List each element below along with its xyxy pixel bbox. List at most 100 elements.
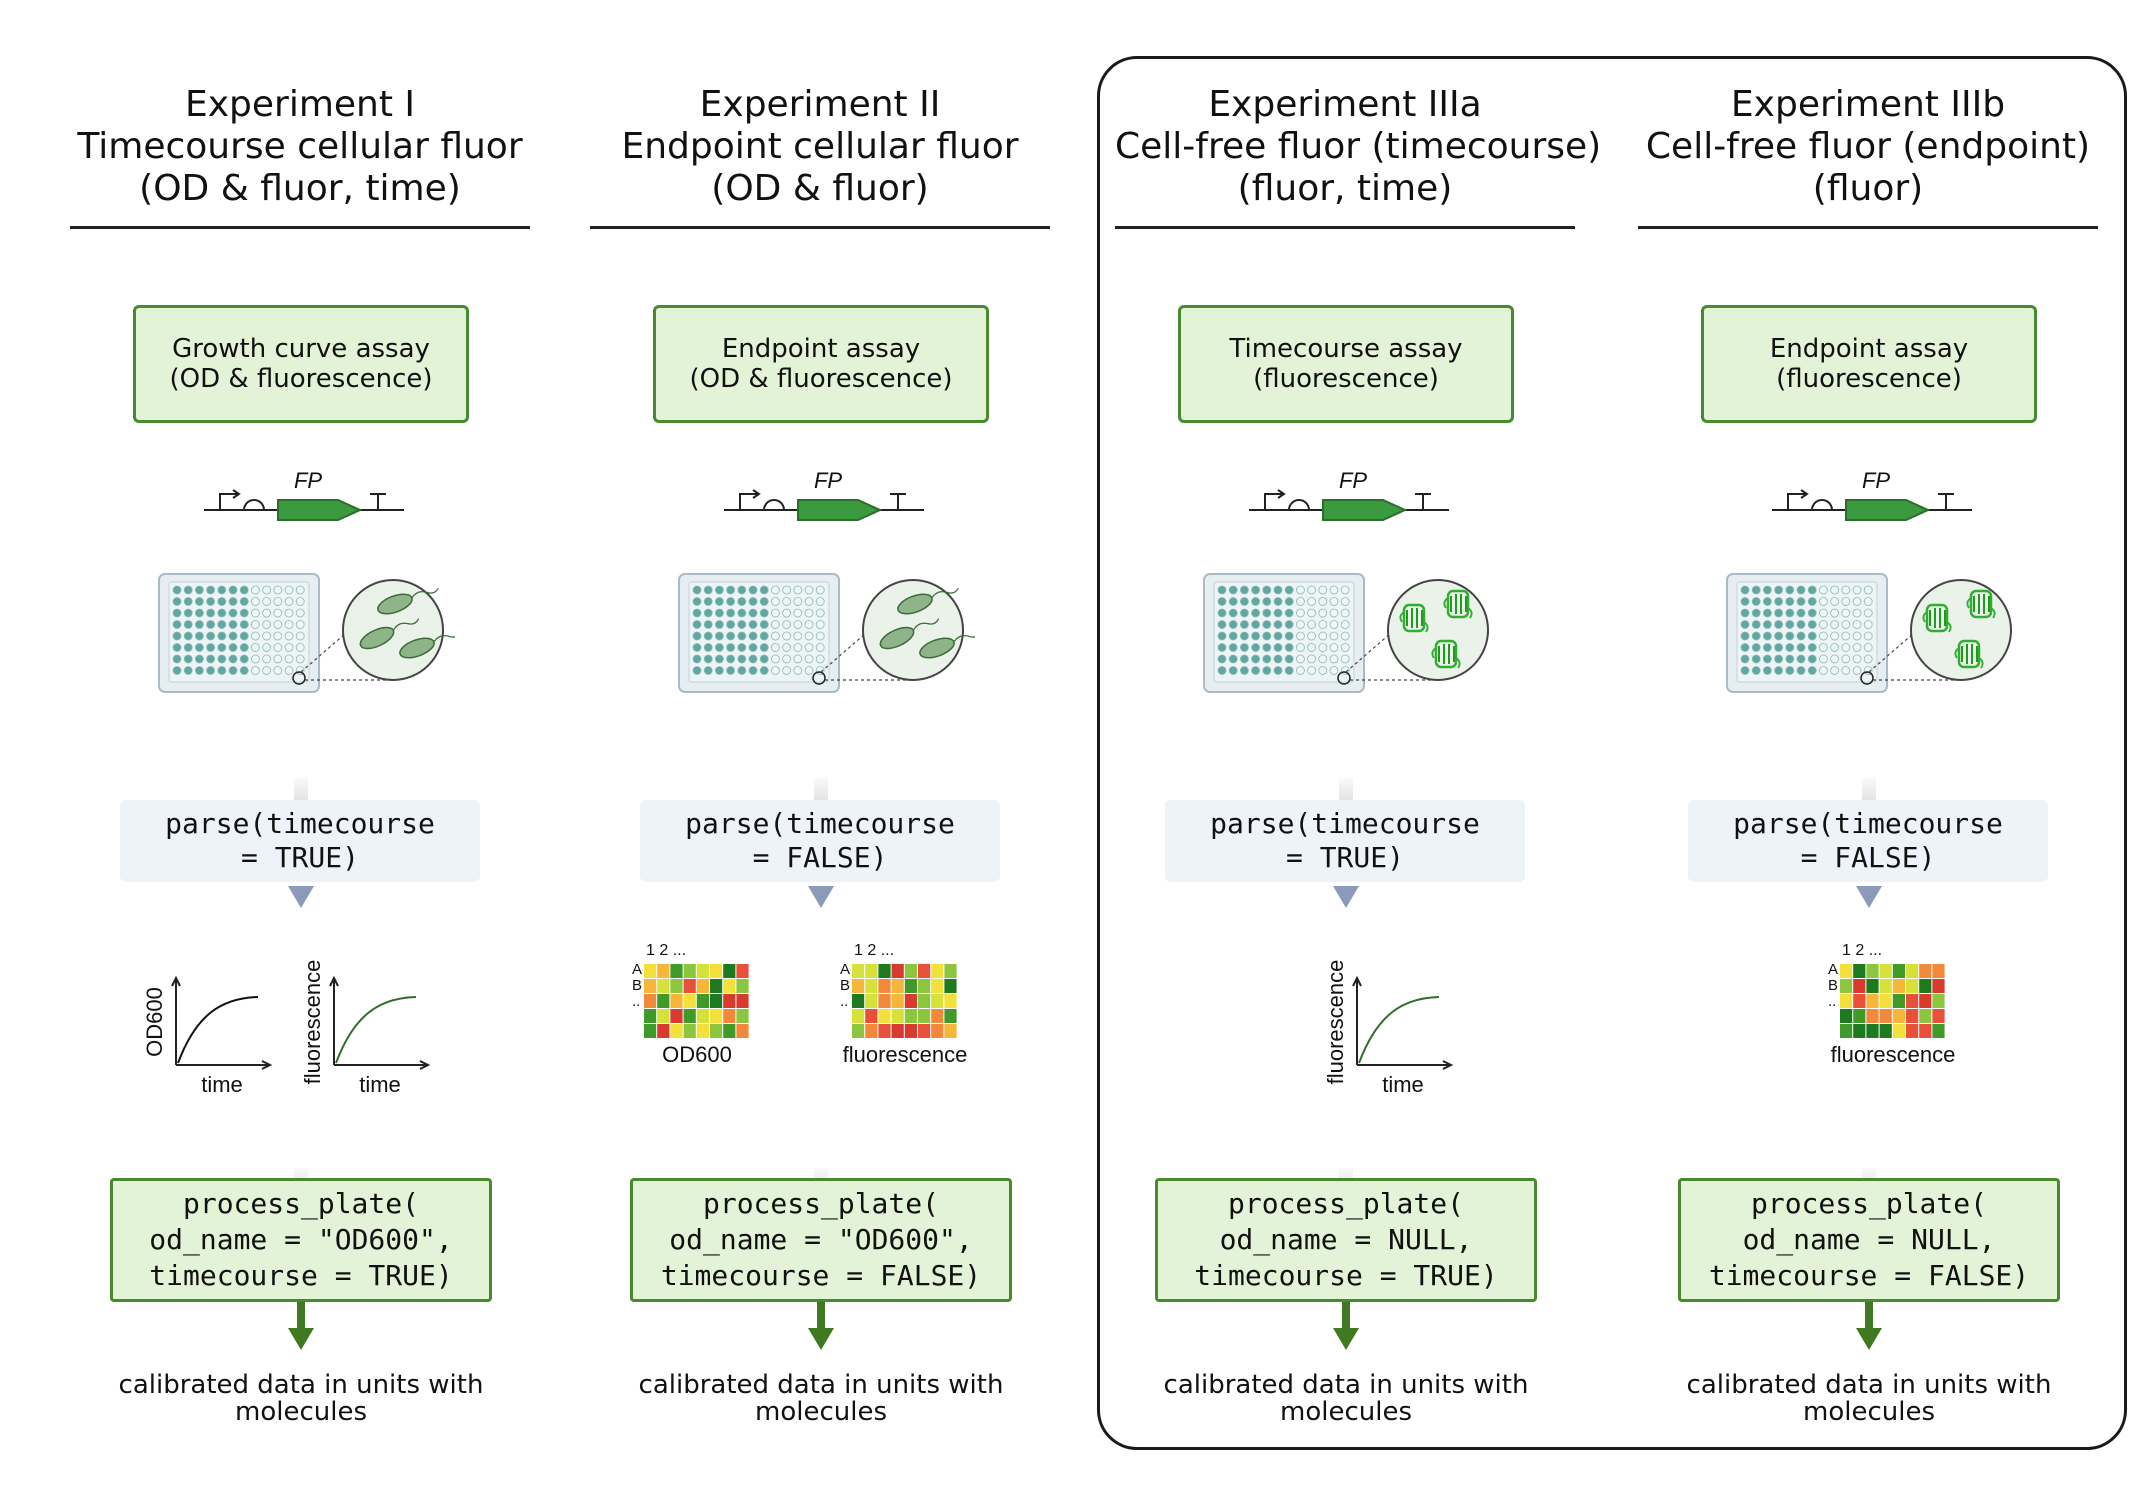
heatmap-cell [865,994,878,1008]
heatmap-cell [1866,1009,1879,1023]
heatmap-cell [944,994,957,1008]
heatmap-cell [931,964,944,978]
heatmap-cell [918,979,931,993]
code-line: timecourse = TRUE) [1194,1259,1498,1292]
heatmap-cell [944,1024,957,1038]
heatmap-cell [1879,994,1892,1008]
heatmap-cell [1906,994,1919,1008]
caption-line: molecules [1803,1397,1935,1427]
heatmap-row-header: B [840,977,850,994]
code-line: process_plate( [1750,1187,1987,1220]
assay-line: (fluorescence) [1253,364,1439,394]
fluorescent-protein-gene-icon [797,499,883,521]
code-line: parse(timecourse [1733,807,2003,840]
caption-line: calibrated data in units with [1163,1370,1529,1400]
title-line: Timecourse cellular fluor [77,126,523,167]
plate-with-magnified-sample [1726,573,2012,693]
heatmap-cell [1906,1024,1919,1038]
heatmap-cell [736,994,749,1008]
title-line: Experiment IIIa [1208,84,1482,125]
caption-line: calibrated data in units with [1686,1370,2052,1400]
heatmap-row-header: A [1828,961,1838,978]
heatmap-cell [1932,994,1945,1008]
heatmap-cell [696,979,709,993]
heatmap-cell [670,994,683,1008]
gene-label: FP [294,468,322,493]
title-line: Experiment I [184,84,416,125]
title-line: (fluor) [1812,168,1924,209]
assay-line: (fluorescence) [1776,364,1962,394]
heatmap-cell [891,1024,904,1038]
title-line: Experiment II [699,84,941,125]
heatmap-cell [918,964,931,978]
heatmap-cell [918,1009,931,1023]
code-line: timecourse = TRUE) [149,1259,453,1292]
connector-top [1339,778,1353,800]
heatmap-cell [1853,1009,1866,1023]
assay-box: Timecourse assay(fluorescence) [1178,305,1514,423]
heatmap-cell [736,1024,749,1038]
heatmap-cell [1879,979,1892,993]
caption-line: calibrated data in units with [118,1370,484,1400]
heatmap-cell [723,1009,736,1023]
heatmap-cell [736,1009,749,1023]
heatmap-cell [696,1009,709,1023]
assay-line: (OD & fluorescence) [689,364,953,394]
heatmap-row-header: B [1828,977,1838,994]
heatmap-cell [878,1009,891,1023]
parse-function-box: parse(timecourse= TRUE) [1165,800,1525,882]
heatmap-cell [723,964,736,978]
down-arrow-icon [1856,1302,1882,1350]
heatmap-cell [1853,979,1866,993]
down-arrow-icon [288,1302,314,1350]
down-arrow-icon [1333,886,1359,908]
down-arrow-icon [1333,1302,1359,1350]
cell-free-experiments-frame [1097,56,2127,1450]
x-axis-label: time [201,1072,243,1097]
heatmap-column-header: 1 2 ... [1842,942,1882,959]
plate-heatmap: 1 2 ...AB..fluorescence [840,942,967,1067]
code-line: parse(timecourse [165,807,435,840]
heatmap-cell [1840,979,1853,993]
heatmap-cell [931,1024,944,1038]
heatmap-cell [1906,1009,1919,1023]
heatmap-cell [736,964,749,978]
heatmap-cell [657,994,670,1008]
well-plate-icon [1726,573,1888,693]
plate-with-magnified-sample [158,573,455,693]
assay-line: Growth curve assay [172,334,430,364]
title-divider [590,226,1050,229]
code-line: = TRUE) [1285,841,1404,874]
assay-box: Endpoint assay(fluorescence) [1701,305,2037,423]
heatmap-cell [657,979,670,993]
y-axis-label: fluorescence [300,960,325,1085]
heatmap-cell [1840,1009,1853,1023]
rbs-icon [1811,499,1833,511]
selected-well-icon [1860,671,1874,685]
heatmap-cell [723,979,736,993]
heatmap-cell [865,1009,878,1023]
heatmap-cell [944,964,957,978]
title-divider [1115,226,1575,229]
heatmap-cell [1892,964,1905,978]
code-line: od_name = NULL, [1742,1223,1996,1256]
code-line: = FALSE) [752,841,888,874]
heatmap-cell [891,1009,904,1023]
heatmap-cell [1879,1009,1892,1023]
curve-line [335,996,417,1064]
genetic-construct-icon: FP [1249,468,1449,521]
down-arrow-icon [808,1302,834,1350]
heatmap-cell [657,1024,670,1038]
heatmap-cell [944,1009,957,1023]
heatmap-cell [878,994,891,1008]
promoter-icon [219,493,238,510]
plate-heatmap: 1 2 ...AB..OD600 [632,942,749,1067]
